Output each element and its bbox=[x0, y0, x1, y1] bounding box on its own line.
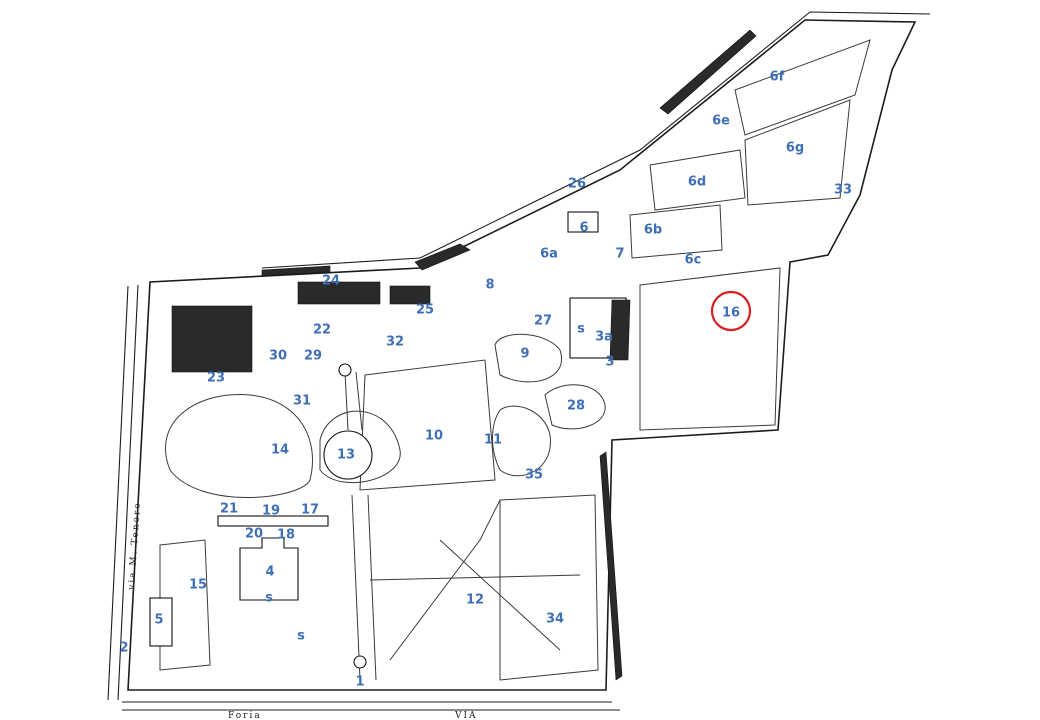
map-label-2: 2 bbox=[119, 641, 128, 656]
map-label-33: 33 bbox=[834, 183, 852, 198]
circle-13 bbox=[323, 430, 373, 480]
plot-6d bbox=[649, 149, 746, 211]
ring-path-9 bbox=[494, 333, 563, 383]
plot-6f bbox=[734, 39, 871, 136]
building-3-dark-wing bbox=[609, 299, 631, 361]
ring-path-28 bbox=[544, 384, 606, 430]
map-label-4: 4 bbox=[265, 565, 274, 580]
plot-34 bbox=[499, 494, 599, 681]
north-east-dark-band-3 bbox=[261, 265, 331, 277]
map-label-15: 15 bbox=[189, 578, 207, 593]
west-wall bbox=[117, 284, 139, 701]
map-label-6e: 6e bbox=[712, 114, 730, 129]
map-label-21: 21 bbox=[220, 502, 238, 517]
map-label-18: 18 bbox=[277, 528, 295, 543]
map-label-s1: s bbox=[577, 322, 585, 337]
plot-6b bbox=[629, 204, 723, 259]
map-label-26: 26 bbox=[568, 177, 586, 192]
map-label-19: 19 bbox=[262, 504, 280, 519]
map-label-31: 31 bbox=[293, 394, 311, 409]
map-label-9: 9 bbox=[520, 347, 529, 362]
map-label-6b: 6b bbox=[644, 223, 662, 238]
map-label-3: 3 bbox=[605, 355, 614, 370]
map-label-25: 25 bbox=[416, 303, 434, 318]
map-label-27: 27 bbox=[534, 314, 552, 329]
map-label-3a: 3a bbox=[595, 330, 613, 345]
building-4 bbox=[239, 537, 299, 601]
ring-path-31 bbox=[164, 393, 313, 498]
map-label-8: 8 bbox=[485, 278, 494, 293]
west-road-edge bbox=[107, 285, 129, 701]
map-label-32: 32 bbox=[386, 335, 404, 350]
map-label-35: 35 bbox=[525, 468, 543, 483]
map-label-6c: 6c bbox=[685, 253, 702, 268]
ring-path-13 bbox=[319, 410, 401, 484]
map-label-6g: 6g bbox=[786, 141, 804, 156]
greenhouse-24 bbox=[297, 281, 381, 305]
map-label-6a: 6a bbox=[540, 247, 558, 262]
map-label-11: 11 bbox=[484, 433, 502, 448]
diagonal-path-1 bbox=[389, 499, 501, 661]
map-label-16: 16 bbox=[722, 306, 740, 321]
diagonal-path-3 bbox=[369, 574, 581, 581]
inner-corner-wall bbox=[599, 451, 623, 681]
circle-junction bbox=[338, 363, 352, 377]
north-east-dark-band-2 bbox=[659, 29, 757, 115]
building-6 bbox=[567, 211, 599, 233]
plot-16 bbox=[639, 267, 781, 431]
street-south-left-label: Foria bbox=[228, 711, 262, 720]
greenhouse-25 bbox=[389, 285, 431, 305]
central-avenue bbox=[344, 371, 363, 431]
map-label-23: 23 bbox=[207, 371, 225, 386]
map-label-22: 22 bbox=[313, 323, 331, 338]
highlight-ring-16 bbox=[710, 290, 752, 332]
map-label-10: 10 bbox=[425, 429, 443, 444]
north-east-dark-band bbox=[414, 243, 471, 271]
pond-35 bbox=[492, 405, 551, 477]
circle-entrance bbox=[353, 655, 367, 669]
map-label-s3: s bbox=[297, 629, 305, 644]
map-label-1: 1 bbox=[355, 675, 364, 690]
map-label-29: 29 bbox=[304, 349, 322, 364]
map-label-17: 17 bbox=[301, 503, 319, 518]
building-5 bbox=[149, 597, 173, 647]
map-label-5: 5 bbox=[154, 613, 163, 628]
map-label-20: 20 bbox=[245, 527, 263, 542]
south-avenue bbox=[351, 494, 377, 681]
map-label-6f: 6f bbox=[770, 70, 785, 85]
map-label-6: 6 bbox=[579, 221, 588, 236]
plot-6g bbox=[744, 99, 851, 206]
building-17-19 bbox=[217, 515, 329, 527]
street-south-right-label: VIA bbox=[454, 711, 478, 720]
map-label-12: 12 bbox=[466, 593, 484, 608]
map-label-14: 14 bbox=[271, 443, 289, 458]
greenhouses-23 bbox=[171, 305, 253, 373]
map-label-6d: 6d bbox=[688, 175, 706, 190]
map-label-30: 30 bbox=[269, 349, 287, 364]
map-label-24: 24 bbox=[322, 274, 340, 289]
map-label-7: 7 bbox=[615, 247, 624, 262]
map-label-28: 28 bbox=[567, 399, 585, 414]
map-label-s2: s bbox=[265, 591, 273, 606]
map-label-34: 34 bbox=[546, 612, 564, 627]
north-east-wall bbox=[261, 11, 931, 269]
map-label-13: 13 bbox=[337, 448, 355, 463]
